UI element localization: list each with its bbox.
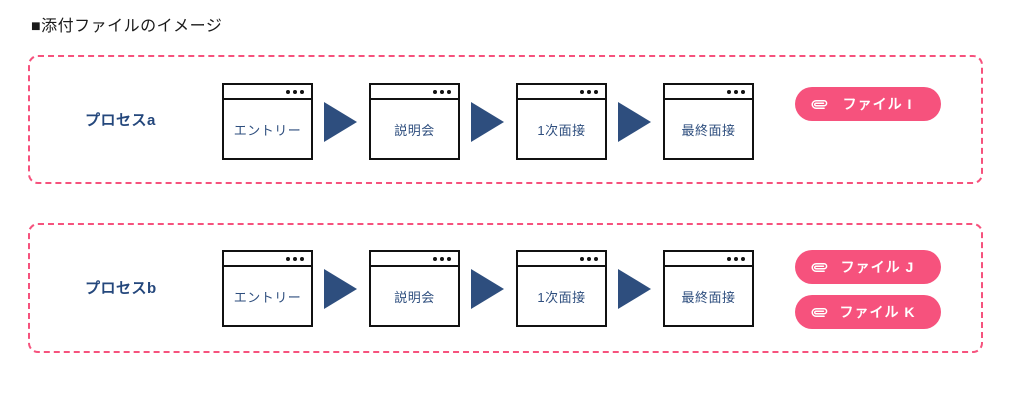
titlebar-dot: [433, 256, 437, 261]
browser-window-step3: 1次面接: [516, 83, 607, 160]
arrow-right-icon: [471, 269, 504, 309]
arrow-right-icon: [471, 102, 504, 142]
file-badge-label: ファイル K: [839, 304, 916, 320]
paperclip-icon: [811, 259, 828, 276]
browser-window-step3: 1次面接: [516, 250, 607, 327]
window-titlebar: [371, 85, 458, 100]
titlebar-dot: [594, 256, 598, 261]
window-step-label: エントリー: [233, 122, 302, 138]
titlebar-dot: [587, 89, 591, 94]
titlebar-dot: [286, 89, 290, 94]
window-step-label: 最終面接: [681, 122, 736, 138]
titlebar-dot: [580, 256, 584, 261]
titlebar-dot: [734, 256, 738, 261]
paperclip-icon: [811, 304, 828, 321]
titlebar-dot: [727, 256, 731, 261]
titlebar-dot: [447, 256, 451, 261]
process-b-label: プロセスb: [85, 280, 157, 297]
file-badge-I[interactable]: ファイル I: [795, 87, 941, 121]
file-badge-K[interactable]: ファイル K: [795, 295, 941, 329]
titlebar-dot: [433, 89, 437, 94]
titlebar-dot: [293, 256, 297, 261]
titlebar-dot: [300, 89, 304, 94]
window-step-label: 説明会: [394, 289, 435, 305]
browser-window-step1: エントリー: [222, 83, 313, 160]
file-badge-J[interactable]: ファイル J: [795, 250, 941, 284]
window-titlebar: [518, 252, 605, 267]
titlebar-dot: [734, 89, 738, 94]
titlebar-dot: [447, 89, 451, 94]
titlebar-dot: [741, 256, 745, 261]
browser-window-step4: 最終面接: [663, 83, 754, 160]
titlebar-dot: [594, 89, 598, 94]
window-titlebar: [224, 85, 311, 100]
window-titlebar: [371, 252, 458, 267]
window-step-label: 最終面接: [681, 289, 736, 305]
window-titlebar: [665, 252, 752, 267]
browser-window-step2: 説明会: [369, 83, 460, 160]
file-badge-label: ファイル J: [840, 259, 915, 275]
window-step-label: エントリー: [233, 289, 302, 305]
window-step-label: 1次面接: [537, 122, 586, 138]
titlebar-dot: [286, 256, 290, 261]
titlebar-dot: [440, 256, 444, 261]
titlebar-dot: [300, 256, 304, 261]
process-a-panel: プロセスa エントリー 説明会 1次面接 最終面接: [28, 55, 983, 184]
paperclip-icon: [811, 96, 828, 113]
window-titlebar: [665, 85, 752, 100]
titlebar-dot: [580, 89, 584, 94]
arrow-right-icon: [618, 102, 651, 142]
titlebar-dot: [727, 89, 731, 94]
browser-window-step1: エントリー: [222, 250, 313, 327]
arrow-right-icon: [324, 269, 357, 309]
titlebar-dot: [440, 89, 444, 94]
process-b-panel: プロセスb エントリー 説明会 1次面接 最終面接: [28, 223, 983, 353]
titlebar-dot: [741, 89, 745, 94]
page-title: ■添付ファイルのイメージ: [31, 18, 223, 35]
window-titlebar: [518, 85, 605, 100]
window-step-label: 説明会: [394, 122, 435, 138]
titlebar-dot: [587, 256, 591, 261]
browser-window-step2: 説明会: [369, 250, 460, 327]
titlebar-dot: [293, 89, 297, 94]
window-step-label: 1次面接: [537, 289, 586, 305]
arrow-right-icon: [324, 102, 357, 142]
file-badge-label: ファイル I: [842, 96, 913, 112]
browser-window-step4: 最終面接: [663, 250, 754, 327]
arrow-right-icon: [618, 269, 651, 309]
process-a-label: プロセスa: [85, 112, 156, 129]
window-titlebar: [224, 252, 311, 267]
